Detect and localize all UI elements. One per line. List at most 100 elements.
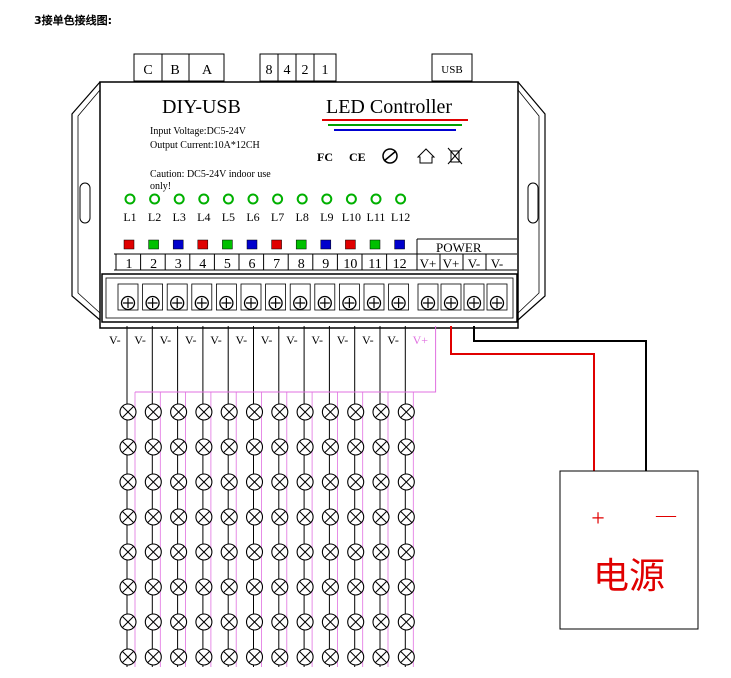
led-bulb-cross — [198, 441, 210, 453]
channel-number: 7 — [273, 257, 280, 272]
led-bulb-icon — [195, 403, 213, 421]
indicator-led — [296, 193, 308, 205]
channel-color-swatch — [222, 239, 233, 250]
usb-label: USB — [441, 64, 462, 76]
led-bulb-cross — [223, 616, 236, 628]
led-bulb-cross — [375, 476, 387, 488]
led-bulb-cross — [147, 406, 160, 418]
channel-number: 10 — [343, 257, 357, 272]
led-bulb-cross — [324, 651, 337, 663]
led-bulb-cross — [349, 511, 362, 523]
led-bulb-icon — [397, 403, 415, 421]
channel-number: 1 — [126, 257, 133, 272]
cba-label-a: A — [202, 63, 213, 78]
led-label: L10 — [342, 210, 361, 224]
power-supply-box — [559, 470, 699, 630]
channel-number: 8 — [298, 257, 305, 272]
channel-color-swatch — [148, 239, 159, 250]
led-bulb-icon — [220, 438, 238, 456]
channel-color-swatch — [345, 239, 356, 250]
led-bulb-cross — [223, 406, 236, 418]
led-bulb-cross — [198, 476, 210, 488]
led-bulb-icon — [271, 438, 289, 456]
led-bulb-icon — [372, 473, 390, 491]
led-bulb-icon — [372, 438, 390, 456]
led-bulb-icon — [170, 543, 188, 561]
led-bulb-icon — [347, 508, 365, 526]
led-bulb-icon — [372, 403, 390, 421]
led-matrix — [119, 403, 415, 666]
led-bulb-icon — [271, 613, 289, 631]
led-bulb-cross — [198, 406, 210, 418]
led-bulb-cross — [198, 616, 210, 628]
caution-text-2: only! — [150, 181, 171, 192]
wire-label: V+ — [413, 333, 429, 347]
led-label: L2 — [148, 210, 161, 224]
controller-name: DIY-USB — [162, 96, 241, 118]
power-supply: + — 电源 — [559, 470, 699, 630]
cba-label-b: B — [170, 63, 179, 78]
led-bulb-icon — [170, 648, 188, 666]
led-bulb-icon — [119, 473, 137, 491]
input-voltage: Input Voltage:DC5-24V — [150, 126, 247, 137]
led-bulb-icon — [245, 613, 264, 631]
led-bulb-icon — [170, 403, 188, 421]
led-bulb-cross — [223, 511, 236, 523]
led-bulb-cross — [198, 546, 210, 558]
led-bulb-cross — [400, 651, 413, 663]
led-bulb-icon — [347, 473, 365, 491]
indicator-led — [321, 193, 333, 205]
channel-number: 9 — [322, 257, 329, 272]
rainbow-lines — [322, 119, 468, 131]
led-bulb-cross — [223, 546, 236, 558]
cba-label-c: C — [143, 63, 152, 78]
led-bulb-icon — [119, 613, 137, 631]
led-bulb-icon — [271, 648, 289, 666]
led-bulb-cross — [349, 546, 362, 558]
led-bulb-cross — [147, 581, 160, 593]
led-bulb-icon — [220, 578, 238, 596]
led-bulb-cross — [273, 616, 286, 628]
right-flange — [517, 81, 546, 321]
led-bulb-icon — [296, 473, 314, 491]
power-terminal-label: V+ — [420, 256, 437, 271]
dip-label-1: 1 — [322, 63, 329, 78]
led-bulb-icon — [347, 438, 365, 456]
led-bulb-cross — [324, 441, 337, 453]
power-label: POWER — [436, 240, 482, 255]
channel-color-swatch — [123, 239, 135, 250]
led-bulb-cross — [299, 476, 311, 488]
led-bulb-cross — [122, 406, 134, 418]
led-bulb-cross — [198, 651, 210, 663]
led-bulb-cross — [172, 651, 185, 663]
led-bulb-icon — [195, 438, 213, 456]
led-bulb-icon — [347, 613, 365, 631]
wire-label: V- — [337, 333, 349, 347]
led-bulb-cross — [198, 581, 210, 593]
led-bulb-cross — [172, 441, 185, 453]
channel-number: 12 — [393, 257, 407, 272]
wire-label: V- — [185, 333, 197, 347]
led-bulb-icon — [271, 578, 289, 596]
home-icon — [416, 148, 436, 164]
channel-number: 11 — [368, 257, 381, 272]
led-bulb-icon — [144, 403, 162, 421]
indicator-led — [173, 193, 185, 205]
indicator-led — [395, 193, 407, 205]
wire-label: V- — [160, 333, 172, 347]
led-bulb-icon — [144, 648, 162, 666]
led-bulb-cross — [299, 441, 311, 453]
led-bulb-cross — [400, 616, 413, 628]
dip-label-8: 8 — [266, 63, 273, 78]
led-bulb-cross — [400, 511, 413, 523]
led-bulb-icon — [397, 578, 415, 596]
led-bulb-cross — [299, 406, 311, 418]
led-bulb-icon — [296, 403, 314, 421]
led-label: L7 — [271, 210, 284, 224]
led-bulb-cross — [122, 511, 134, 523]
led-bulb-icon — [321, 473, 339, 491]
led-bulb-icon — [144, 543, 162, 561]
led-bulb-icon — [119, 438, 137, 456]
wire-label: V- — [236, 333, 248, 347]
led-bulb-icon — [144, 578, 162, 596]
